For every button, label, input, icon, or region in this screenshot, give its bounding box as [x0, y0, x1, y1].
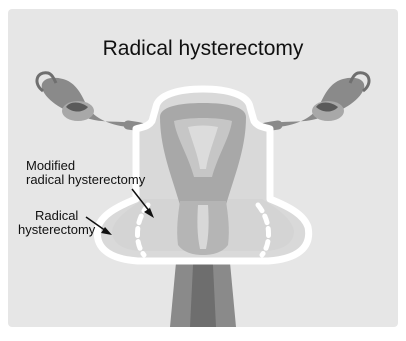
modified-label-line2: radical hysterectomy — [26, 173, 145, 187]
modified-label-line1: Modified — [26, 159, 145, 173]
radical-label-line2: hysterectomy — [18, 223, 95, 237]
diagram-panel: Radical hysterectomy Modified radical hy… — [8, 9, 398, 327]
diagram-title: Radical hysterectomy — [8, 37, 398, 61]
radical-hysterectomy-label: Radical hysterectomy — [18, 209, 95, 237]
radical-label-line1: Radical — [18, 209, 95, 223]
modified-radical-hysterectomy-label: Modified radical hysterectomy — [26, 159, 145, 187]
